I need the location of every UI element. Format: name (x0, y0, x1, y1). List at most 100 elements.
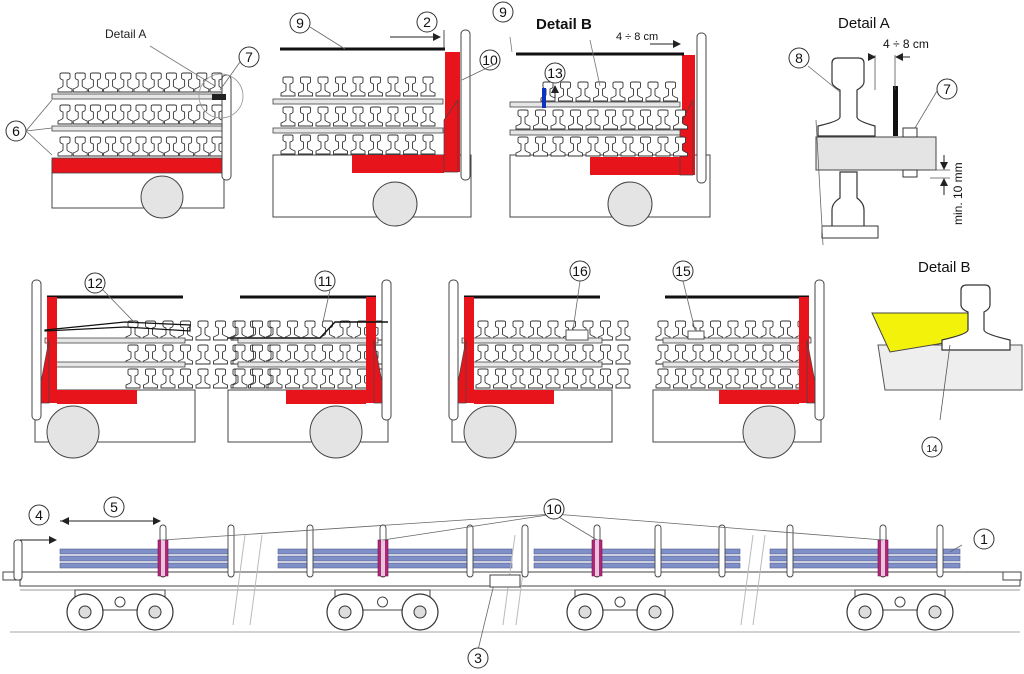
rail-profile (103, 104, 119, 125)
rail-profile (368, 106, 383, 127)
callout-circle (936, 78, 958, 100)
rail-profile (708, 320, 723, 341)
dimension-4-8-cm-top: 4 ÷ 8 cm (616, 31, 658, 43)
rail-profile (585, 109, 601, 130)
rail-profile (148, 136, 164, 157)
rail-profile (550, 109, 566, 130)
rail-profile (232, 368, 248, 389)
rail-bundle (769, 562, 961, 569)
callout-11: 11 (314, 270, 336, 292)
callout-circle (921, 436, 943, 458)
bogie-pivot (377, 596, 388, 608)
rail-profile (645, 81, 661, 102)
rail-profile (133, 72, 149, 93)
rail-profile (232, 344, 248, 365)
rail-profile (178, 344, 193, 365)
leader-detail-b (589, 39, 601, 87)
rail-profile (620, 136, 636, 157)
text-labels: Detail A Detail B 4 ÷ 8 cm Detail A 4 ÷ … (105, 15, 971, 276)
layer-separator (44, 337, 186, 344)
rail-profile (315, 106, 331, 127)
rail-profile (87, 136, 103, 157)
rail-profile (610, 81, 626, 102)
layer-separator (272, 127, 444, 134)
rail-profile (673, 344, 688, 365)
layer-separator (461, 337, 603, 344)
stanchion-post (460, 29, 471, 181)
callout-15: 15 (672, 260, 694, 282)
rail-profile (628, 81, 643, 102)
rail-profile (213, 344, 228, 365)
callout-number: 16 (572, 263, 588, 279)
red-stanchion (464, 297, 474, 403)
rail-profile (580, 344, 596, 365)
side-view-train (2, 513, 1022, 651)
wagon-wheel (607, 181, 653, 227)
rail-profile (195, 320, 211, 341)
callout-circle (479, 49, 501, 71)
rail-bundle (59, 548, 233, 555)
buffer-right (1002, 571, 1022, 581)
strap-highlight (161, 540, 165, 576)
callout-number: 12 (87, 275, 103, 291)
rail-profile (368, 134, 383, 155)
side-stanchion (718, 524, 726, 578)
wheel-hub (78, 605, 92, 619)
rail-profile (267, 344, 283, 365)
rail-profile (655, 320, 671, 341)
callout-circle (467, 647, 489, 669)
rail-profile (148, 72, 164, 93)
callout-circle (103, 496, 125, 518)
red-bearer (590, 157, 682, 175)
wheel-hub (858, 605, 872, 619)
rail-profile (163, 136, 179, 157)
rail-profile (545, 320, 561, 341)
wagon-end-views (31, 29, 825, 459)
leader-10 (553, 513, 598, 541)
rail-profile (725, 344, 741, 365)
callout-5: 5 (103, 496, 125, 518)
callout-13: 13 (544, 62, 566, 84)
rail-profile (725, 368, 741, 389)
callout-leader (807, 65, 841, 93)
layer-separator (509, 101, 681, 108)
layer-separator (461, 361, 603, 368)
rail-profile (420, 106, 436, 127)
nut (902, 127, 918, 138)
callout-6: 6 (5, 120, 27, 142)
rail-profile (302, 344, 318, 365)
callout-16: 16 (569, 260, 591, 282)
clamp-16 (565, 329, 589, 341)
rail-profile (575, 81, 591, 102)
rail-profile (655, 344, 671, 365)
rail-profile (195, 344, 211, 365)
bogie-pivot (614, 596, 626, 608)
rail-profile (598, 320, 613, 341)
callout-number: 6 (12, 123, 20, 139)
strap-highlight (381, 540, 385, 576)
rail-profile (333, 106, 348, 127)
nut-bottom (902, 169, 918, 178)
rail-profile (385, 134, 401, 155)
rail-profile (179, 104, 195, 125)
rail-profile (673, 368, 688, 389)
rail-profile (337, 368, 353, 389)
wagon-wheel (46, 405, 100, 459)
rail-bundle (769, 555, 961, 562)
rail-profile (125, 344, 141, 365)
wheel-hub (338, 605, 352, 619)
callout-leader (914, 90, 938, 129)
side-stanchion (227, 524, 235, 578)
rail-profile (163, 72, 179, 93)
detail-views (815, 53, 1023, 421)
rail-profile (515, 109, 531, 130)
rail-profile (385, 106, 401, 127)
callout-circle (416, 11, 438, 33)
callout-leader (25, 127, 53, 132)
rail-profile-detail (941, 284, 1011, 351)
callout-10: 10 (543, 498, 565, 520)
rail-profile (315, 134, 331, 155)
rail-profile (337, 320, 353, 341)
rail-profile (403, 76, 418, 97)
rail-profile (148, 104, 164, 125)
